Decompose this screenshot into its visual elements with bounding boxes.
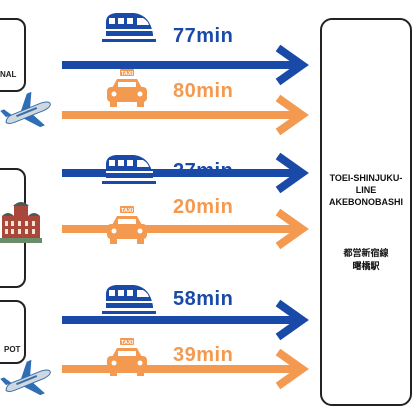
station-building-icon (0, 202, 42, 243)
destination-box: TOEI-SHINJUKU- LINE AKEBONOBASHI 都営新宿線 曙… (320, 18, 412, 406)
travel-time-train-3: 58min (173, 288, 234, 310)
travel-time-taxi-2: 20min (173, 196, 234, 218)
route-taxi-1 (0, 92, 420, 138)
arrow-taxi (62, 94, 309, 136)
arrow-taxi (62, 348, 309, 390)
train-icon (102, 285, 156, 314)
origin-label-1: NAL (0, 70, 17, 79)
travel-time-train-1: 77min (173, 25, 234, 47)
train-icon (102, 13, 156, 42)
arrow-train (62, 44, 309, 86)
arrow-train (62, 152, 309, 194)
airplane-icon (0, 92, 51, 128)
travel-time-taxi-3: 39min (173, 344, 234, 366)
destination-name-japanese: 都営新宿線 曙橋駅 (343, 249, 389, 272)
airplane-icon (0, 360, 51, 396)
origin-label-3: POT (4, 345, 21, 354)
destination-name: TOEI-SHINJUKU- LINE AKEBONOBASHI (328, 173, 403, 207)
route-taxi-2 (0, 206, 420, 252)
origin-box-1 (0, 18, 26, 92)
route-train-2 (0, 150, 420, 196)
origin-box-3 (0, 300, 26, 364)
route-train-3 (0, 297, 420, 343)
train-icon (102, 155, 156, 184)
taxi-sign-text: TAXI (121, 340, 134, 346)
route-taxi-3 (0, 346, 420, 392)
travel-time-train-2: 27min (173, 160, 234, 182)
taxi-icon: TAXI (107, 69, 147, 107)
travel-time-taxi-1: 80min (173, 80, 234, 102)
taxi-sign-text: TAXI (121, 208, 134, 214)
taxi-icon: TAXI (107, 206, 147, 244)
arrow-train (62, 299, 309, 341)
route-train-1 (0, 42, 420, 88)
taxi-icon: TAXI (107, 338, 147, 376)
taxi-sign-text: TAXI (121, 71, 134, 77)
arrow-taxi (62, 208, 309, 250)
